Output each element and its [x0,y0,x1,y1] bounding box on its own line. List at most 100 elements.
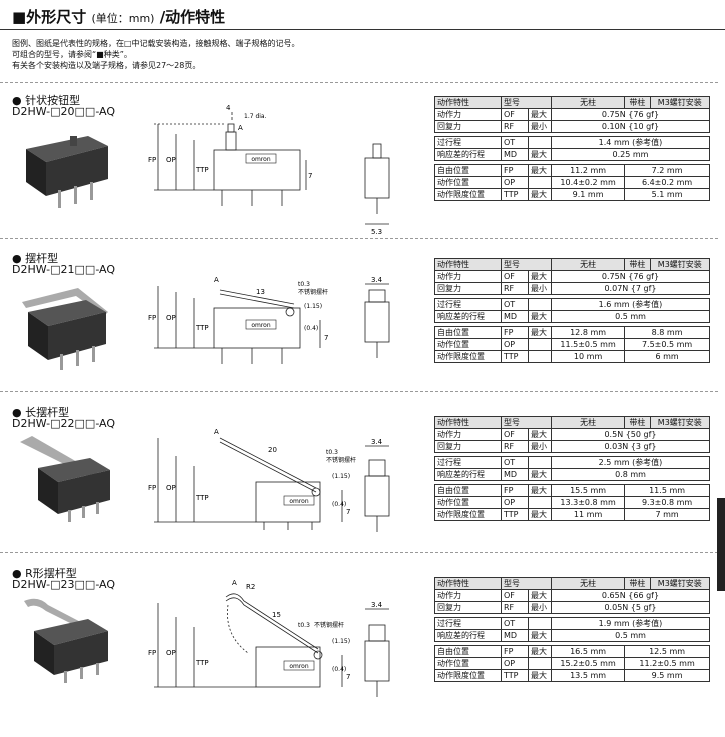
dim-label: (1.15) [332,638,350,645]
fp-label: FP [148,484,156,492]
param-symbol: OT [501,298,529,311]
section-divider [0,238,718,239]
param-qual: 最大 [528,508,552,521]
param-qual: 最大 [528,468,552,481]
param-name: 回复力 [434,282,502,295]
section-model: D2HW-□21□□-AQ [12,263,116,276]
param-name: 动作力 [434,428,502,441]
param-name: 回复力 [434,120,502,133]
dim-label: 7 [324,334,328,342]
section-title: ● R形摆杆型 [12,567,77,580]
param-value: 6.4±0.2 mm [624,176,710,189]
param-name: 动作限度位置 [434,669,502,682]
param-value: 1.4 mm (参考值) [551,136,710,149]
dim-label: 13 [256,288,265,296]
param-name: 响应差的行程 [434,148,502,161]
param-symbol: MD [501,629,529,642]
title-suffix: /动作特性 [159,8,226,26]
param-value: 9.5 mm [624,669,710,682]
param-value: 10 mm [550,350,626,363]
param-symbol: RF [501,120,529,133]
param-qual: 最大 [528,629,552,642]
dimension-drawing: omron A R2 15 t0.3 不锈钢摆杆 (1.15) (0.4) FP… [148,579,350,688]
header-cell: 动作特性 [434,258,502,271]
width-label: 3.4 [371,438,383,446]
param-symbol: OT [501,136,529,149]
op-label: OP [166,484,176,492]
param-qual: 最大 [528,326,552,339]
param-qual: 最小 [528,440,552,453]
param-value: 0.25 mm [551,148,710,161]
dim-label: t0.3 [326,449,338,456]
param-value: 0.10N {10 gf} [551,120,710,133]
ttp-label: TTP [195,659,209,667]
width-label: 3.4 [371,601,383,609]
ttp-label: TTP [195,494,209,502]
arrow-label: A [214,428,219,436]
fp-label: FP [148,156,156,164]
param-symbol: OP [501,496,529,509]
param-name: 响应差的行程 [434,310,502,323]
param-value: 0.5N {50 gf} [551,428,710,441]
header-cell: M3螺钉安装 [649,96,711,109]
dim-label: (0.4) [304,325,318,332]
param-qual: 最小 [528,120,552,133]
op-label: OP [166,156,176,164]
param-symbol: OP [501,176,529,189]
param-value: 0.07N {7 gf} [551,282,710,295]
header-cell: 无柱 [550,416,626,429]
section-title: ● 摆杆型 [12,252,59,265]
param-value: 1.9 mm (参考值) [551,617,710,630]
width-label: 3.4 [371,276,383,284]
param-symbol: OP [501,338,529,351]
dim-label: t0.3 [298,281,310,288]
param-value: 0.5 mm [551,629,710,642]
side-view-drawing: 3.4 [364,438,390,532]
param-qual: 最大 [528,310,552,323]
brand-label: omron [289,498,309,505]
param-value: 1.6 mm (参考值) [551,298,710,311]
param-name: 动作限度位置 [434,188,502,201]
param-value: 9.1 mm [550,188,626,201]
param-qual: 最大 [528,428,552,441]
param-symbol: MD [501,148,529,161]
header-cell: 带柱 [624,577,651,590]
section-model: D2HW-□20□□-AQ [12,105,116,118]
param-qual: 最大 [528,188,552,201]
header-cell: 动作特性 [434,416,502,429]
section-title: ● 长摆杆型 [12,406,70,419]
param-name: 动作位置 [434,338,502,351]
section-divider [0,552,718,553]
section-title: ● 针状按钮型 [12,94,81,107]
param-value: 11.2 mm [550,164,626,177]
param-name: 动作位置 [434,496,502,509]
header-cell: 动作特性 [434,577,502,590]
section-model: D2HW-□23□□-AQ [12,578,116,591]
title-unit: (单位：mm) [91,12,155,25]
param-symbol: FP [501,484,529,497]
param-symbol: TTP [501,508,529,521]
param-value: 7.2 mm [624,164,710,177]
param-symbol: OP [501,657,529,670]
header-cell: M3螺钉安装 [649,577,711,590]
param-qual: 最小 [528,282,552,295]
param-name: 响应差的行程 [434,629,502,642]
ttp-label: TTP [195,324,209,332]
param-value: 11.5 mm [624,484,710,497]
param-value: 0.65N {66 gf} [551,589,710,602]
product-photo [26,136,108,208]
param-value: 11 mm [550,508,626,521]
param-symbol: OF [501,108,529,121]
param-value: 13.5 mm [550,669,626,682]
param-value: 8.8 mm [624,326,710,339]
param-value: 2.5 mm (参考值) [551,456,710,469]
dim-label: (0.4) [332,501,346,508]
header-cell: 动作特性 [434,96,502,109]
param-qual: 最大 [528,108,552,121]
param-symbol: TTP [501,350,529,363]
param-value: 13.3±0.8 mm [550,496,626,509]
param-name: 动作限度位置 [434,350,502,363]
